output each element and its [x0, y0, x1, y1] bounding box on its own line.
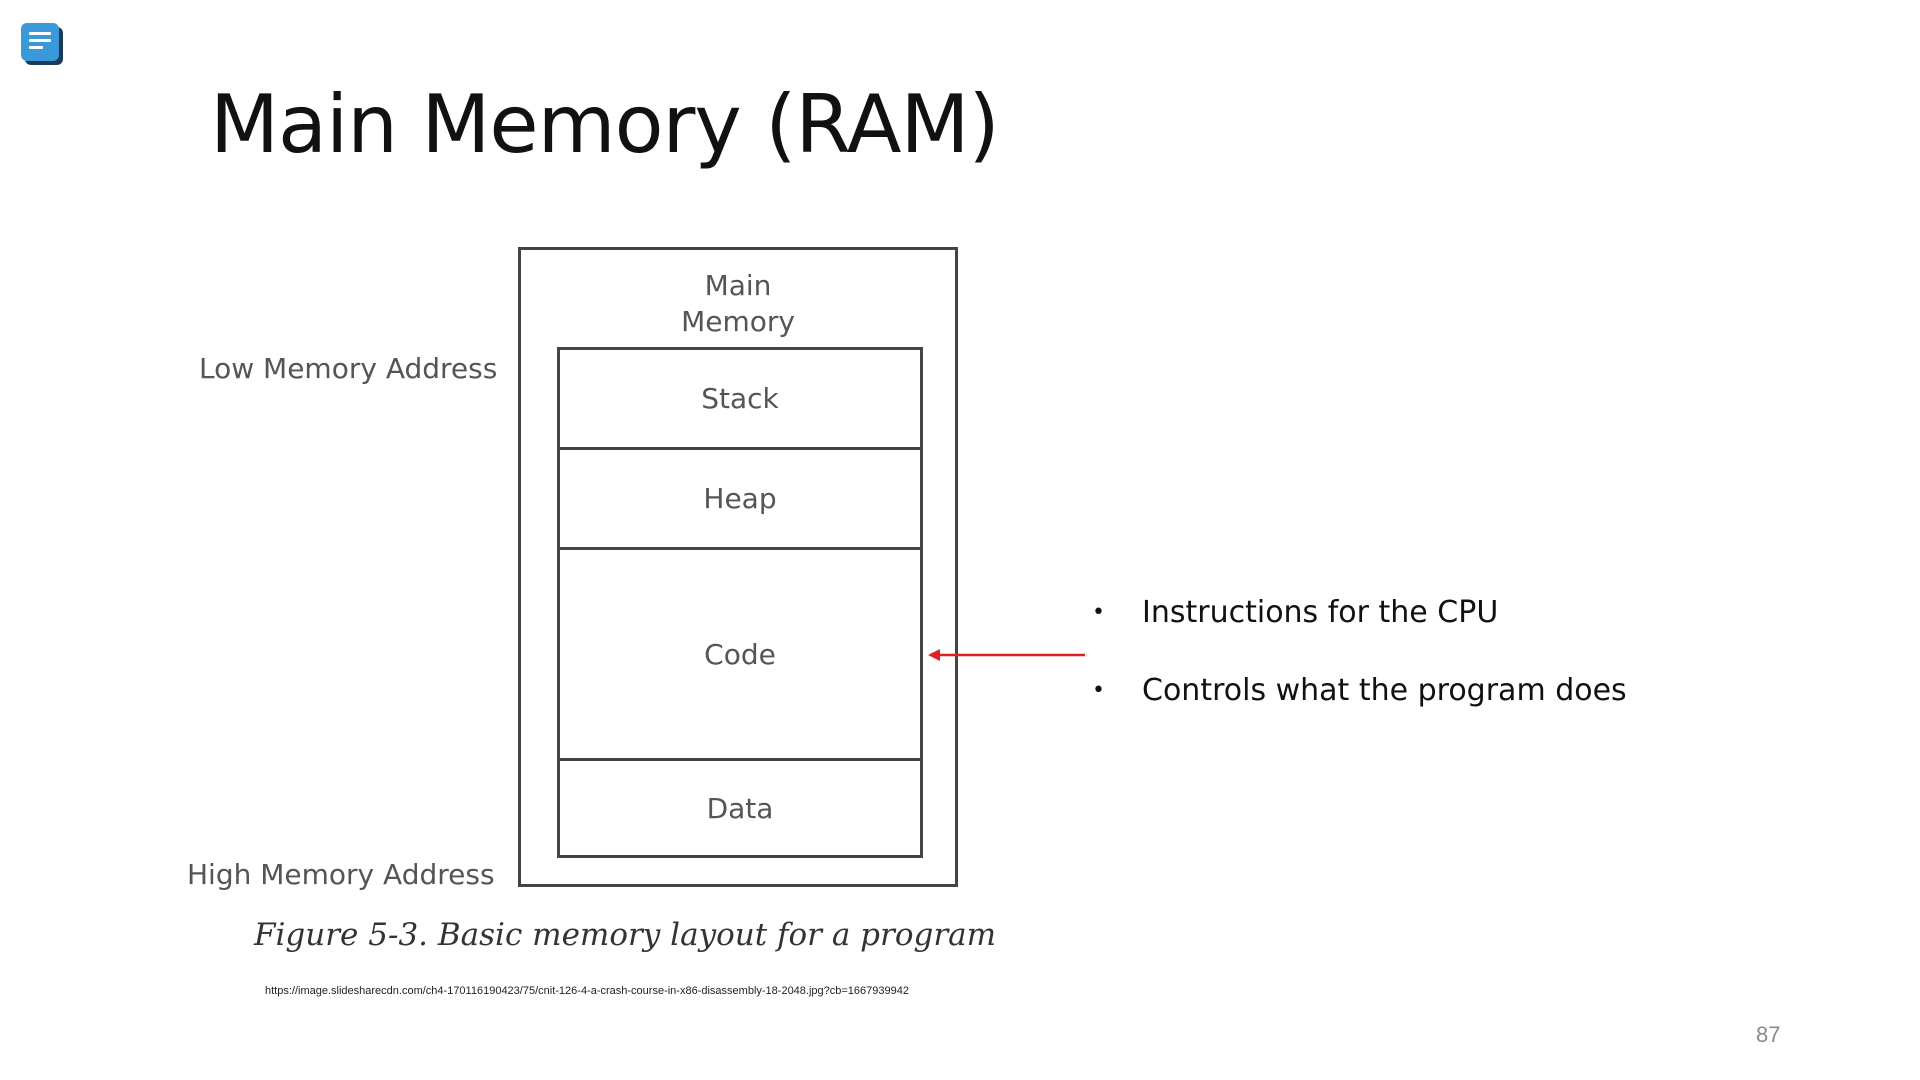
page-number: 87 [1756, 1022, 1781, 1047]
segment-heap: Heap [560, 450, 920, 550]
segment-data: Data [706, 791, 774, 825]
figure-caption: Figure 5-3. Basic memory layout for a pr… [254, 917, 997, 953]
bullet-item: • Controls what the program does [1092, 670, 1627, 710]
main-memory-box: Main Memory Stack Heap Code Data [518, 247, 958, 887]
bullet-text: Instructions for the CPU [1142, 594, 1499, 630]
bullet-text: Controls what the program does [1142, 672, 1627, 708]
bullet-item: • Instructions for the CPU [1092, 592, 1627, 632]
bullet-dot: • [1092, 599, 1105, 625]
memory-segments: Stack Heap Code Data [557, 347, 923, 858]
high-memory-address-label: High Memory Address [187, 858, 495, 891]
main-memory-label: Main Memory [681, 269, 795, 338]
arrow-to-code [928, 649, 1085, 661]
notes-icon[interactable] [21, 23, 59, 61]
segment-stack: Stack [560, 350, 920, 450]
bullet-list: • Instructions for the CPU • Controls wh… [1092, 592, 1627, 748]
bullet-dot: • [1092, 677, 1105, 703]
slide-title: Main Memory (RAM) [210, 78, 1000, 171]
low-memory-address-label: Low Memory Address [199, 352, 498, 385]
segment-code: Code [560, 550, 920, 761]
source-url: https://image.slidesharecdn.com/ch4-1701… [265, 985, 909, 997]
